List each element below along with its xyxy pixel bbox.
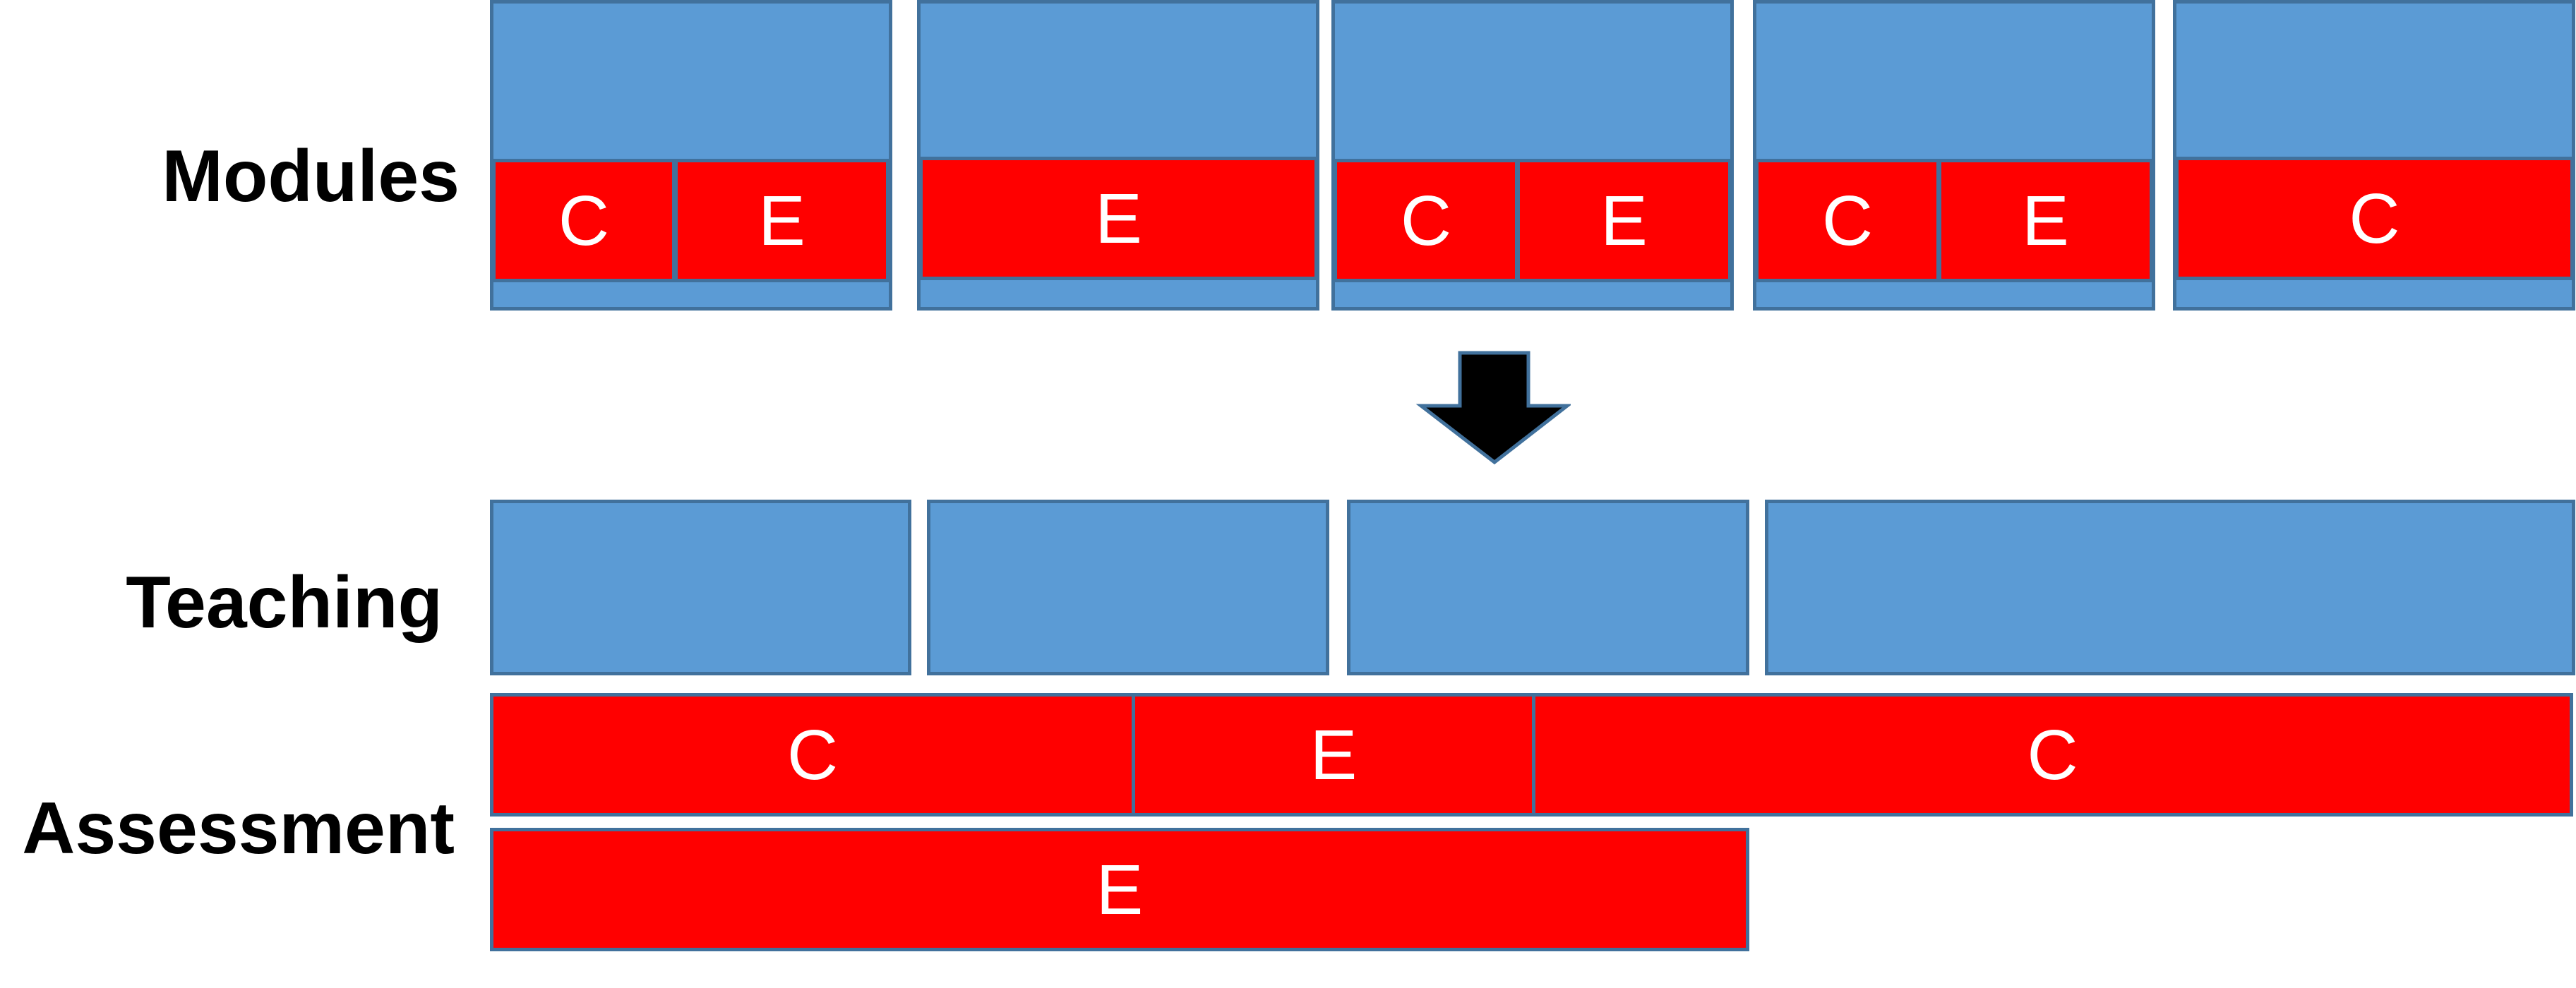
teaching-block-2 [927,500,1329,675]
teaching-block-4 [1765,500,2575,675]
assessment-block-e-2: E [490,828,1749,951]
down-arrow-icon [1415,351,1571,465]
module-1-part-e: E [674,159,889,282]
modules-label: Modules [162,135,460,217]
module-4-part-e: E [1938,159,2153,282]
module-3-part-c: C [1334,159,1518,282]
assessment-block-e-1: E [1132,693,1535,817]
teaching-label: Teaching [126,562,443,644]
assessment-block-c-2: C [1532,693,2573,817]
assessment-label: Assessment [22,788,455,869]
module-5-part-c: C [2175,157,2574,280]
teaching-block-1 [490,500,911,675]
module-4-part-c: C [1755,159,1940,282]
teaching-block-3 [1347,500,1749,675]
assessment-block-c-1: C [490,693,1135,817]
module-3-part-e: E [1516,159,1732,282]
module-1-part-c: C [492,159,676,282]
module-2-part-e: E [919,157,1318,280]
